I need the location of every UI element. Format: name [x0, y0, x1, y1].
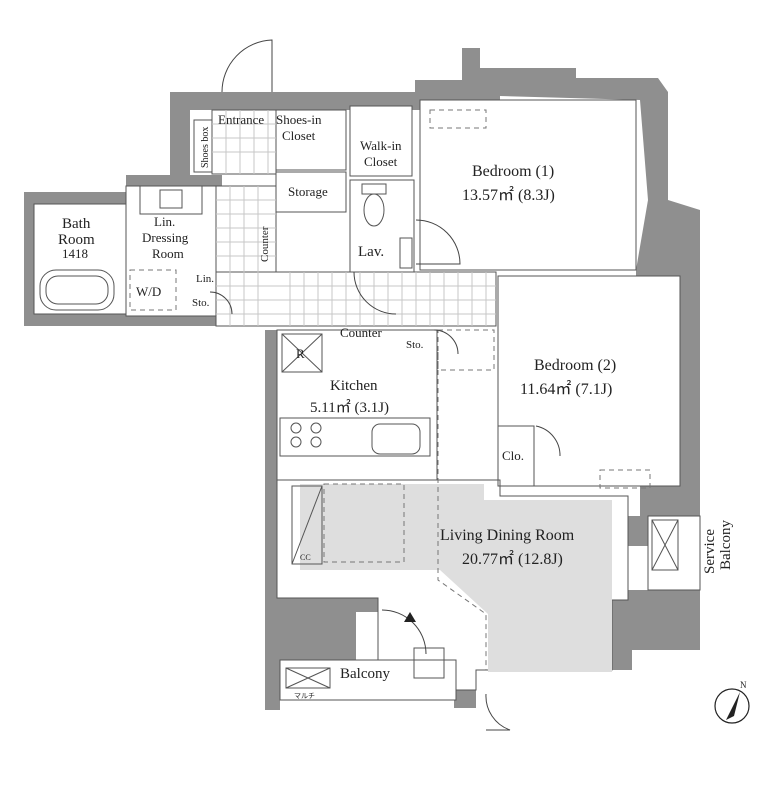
clo-label: Clo.: [502, 448, 524, 463]
walk-in-closet-label-1: Walk-in: [360, 138, 402, 153]
entrance-label: Entrance: [218, 112, 264, 127]
walk-in-closet-label-2: Closet: [364, 154, 398, 169]
service-balcony-label-2: Balcony: [718, 520, 734, 570]
living-shaded-area: [300, 484, 612, 672]
bath-room-label-3: 1418: [62, 246, 88, 261]
sto-mid-label: Sto.: [406, 339, 424, 351]
doors: [209, 39, 561, 731]
dashed-guides: [323, 109, 651, 670]
storage-label: Storage: [288, 184, 328, 199]
maruchi-label: マルチ: [294, 692, 315, 700]
cc-label: CC: [300, 553, 311, 562]
sto-left-label: Sto.: [192, 297, 210, 309]
north-label: N: [740, 680, 747, 690]
kitchen-label-1: Kitchen: [330, 378, 378, 394]
lav-label: Lav.: [358, 244, 384, 260]
lin-label: Lin.: [196, 273, 214, 285]
lin-dressing-room-label-2: Dressing: [142, 230, 189, 245]
shoes-in-closet-label-1: Shoes-in: [276, 112, 322, 127]
balcony-label: Balcony: [340, 666, 390, 682]
bedroom2-label-1: Bedroom (2): [534, 357, 616, 374]
bedroom2-label-2: 11.64㎡ (7.1J): [520, 380, 612, 398]
ldr-label-2: 20.77㎡ (12.8J): [462, 550, 563, 568]
bath-room-label-1: Bath: [62, 216, 91, 232]
north-arrow-icon: N: [714, 680, 750, 724]
fixtures: [39, 183, 679, 689]
bath-room-label-2: Room: [58, 232, 95, 248]
kitchen-label-2: 5.11㎡ (3.1J): [310, 399, 389, 416]
lin-dressing-room-label-3: Room: [152, 246, 184, 261]
shoes-box-label: Shoes box: [200, 127, 211, 168]
counter-vertical-label: Counter: [259, 226, 271, 262]
service-balcony-label-1: Service: [702, 529, 718, 574]
refrigerator-label: R: [296, 346, 305, 361]
ldr-label-1: Living Dining Room: [440, 527, 575, 544]
counter-horizontal-label: Counter: [340, 325, 383, 340]
bedroom1-label-1: Bedroom (1): [472, 163, 554, 180]
lin-dressing-room-label-1: Lin.: [154, 214, 175, 229]
wd-label: W/D: [136, 284, 161, 299]
room-labels: Entrance Shoes-in Closet Shoes box Walk-…: [58, 112, 734, 700]
shoes-in-closet-label-2: Closet: [282, 128, 316, 143]
bedroom1-label-2: 13.57㎡ (8.3J): [462, 186, 555, 204]
